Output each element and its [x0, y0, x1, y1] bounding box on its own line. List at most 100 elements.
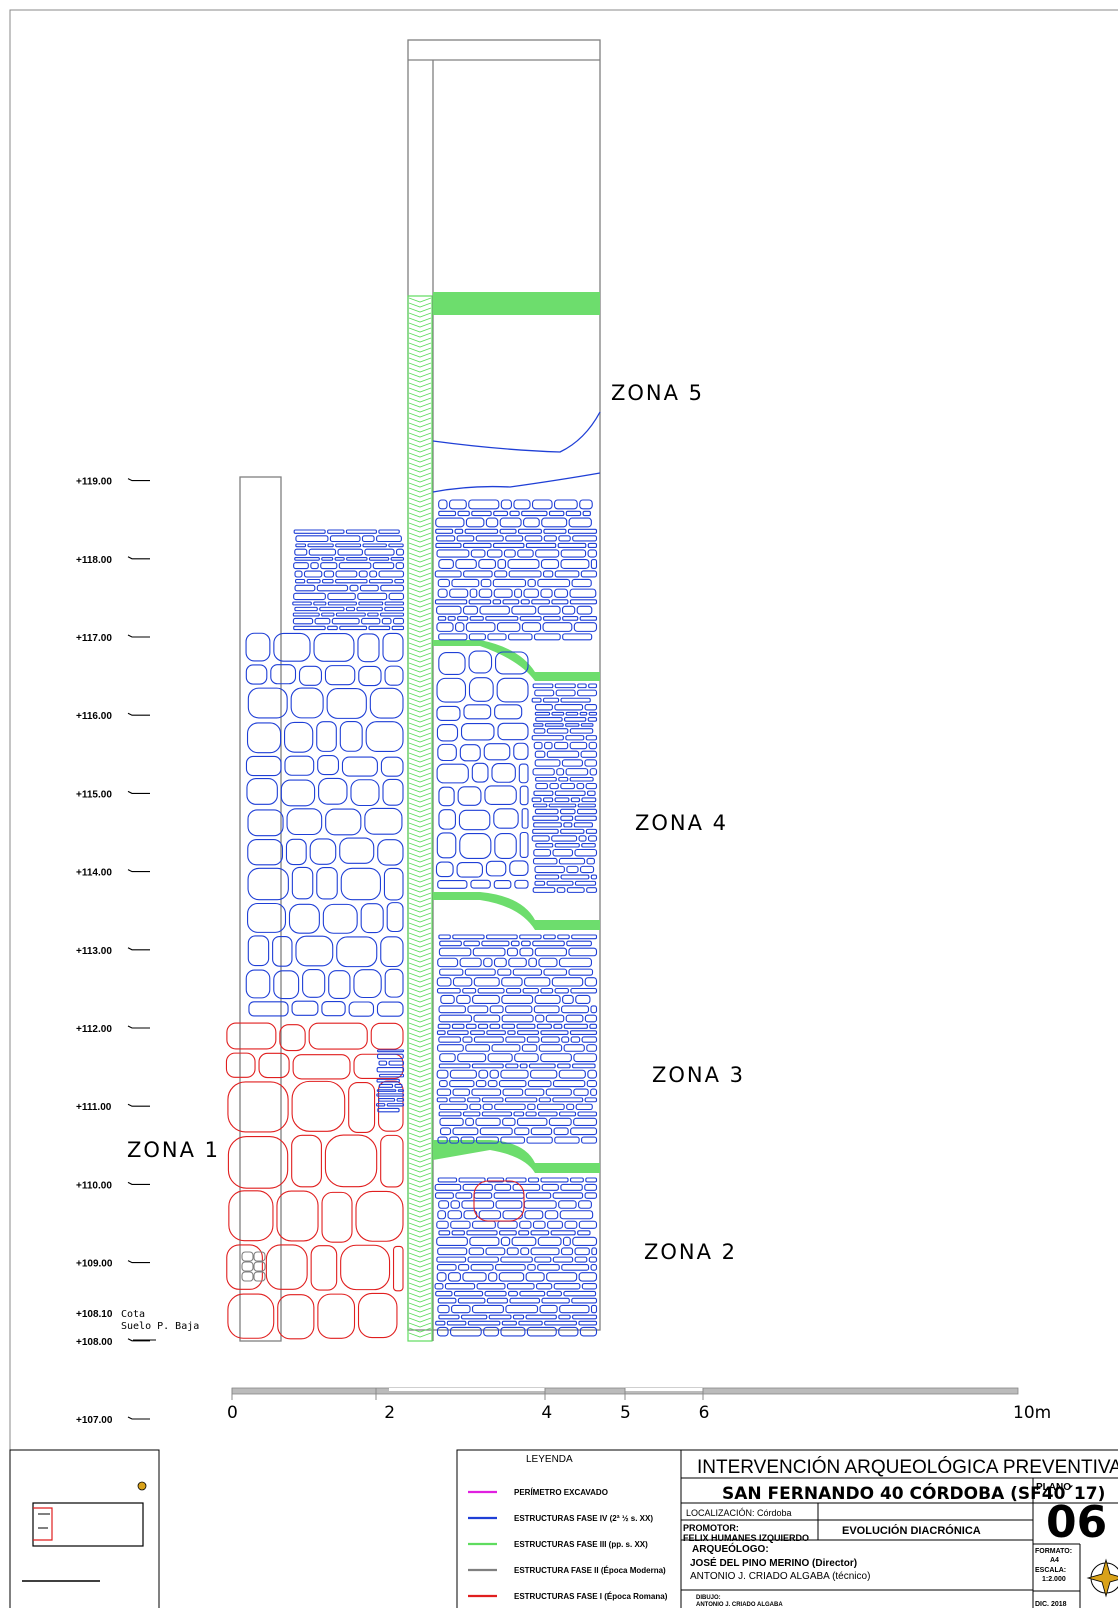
plan-title: EVOLUCIÓN DIACRÓNICA: [842, 1524, 981, 1537]
stone: [447, 616, 456, 621]
stone: [450, 1200, 461, 1209]
stone: [588, 683, 598, 689]
stone: [380, 584, 405, 592]
stone: [562, 994, 574, 1004]
stone: [245, 632, 271, 662]
stone: [277, 1294, 315, 1340]
stone: [452, 1088, 470, 1096]
stone: [517, 528, 542, 534]
stone: [551, 599, 569, 605]
stone: [465, 1023, 477, 1029]
stone: [536, 1283, 553, 1290]
stone: [276, 1190, 319, 1242]
stone: [348, 1081, 376, 1134]
elevation-marker: [127, 869, 150, 873]
stone: [459, 957, 482, 968]
stone: [518, 1230, 530, 1236]
stone: [364, 548, 395, 556]
stone: [291, 1000, 319, 1016]
stone: [534, 704, 553, 711]
stone: [576, 782, 585, 790]
stone: [376, 1093, 405, 1097]
stone: [590, 1088, 598, 1096]
stone: [521, 622, 542, 632]
stone: [543, 535, 557, 542]
stone: [495, 1263, 526, 1271]
phase4-fill-line-1: [432, 411, 601, 453]
stone: [578, 1272, 598, 1282]
stone: [574, 880, 597, 886]
stone: [521, 940, 531, 947]
stone: [510, 940, 520, 947]
stone: [438, 1230, 451, 1236]
stone: [534, 750, 546, 758]
stone: [378, 570, 405, 578]
stone: [483, 957, 493, 968]
stone: [497, 1220, 518, 1229]
archaeologist-1: JOSÉ DEL PINO MERINO (Director): [690, 1556, 857, 1569]
stone: [528, 1063, 556, 1069]
stone: [382, 778, 404, 806]
stone: [562, 633, 593, 641]
stone: [532, 940, 565, 947]
stone: [381, 617, 392, 625]
stone: [394, 578, 405, 584]
stone: [317, 754, 340, 776]
stone: [345, 529, 377, 534]
stone: [513, 1111, 525, 1117]
stone: [392, 1245, 404, 1292]
stone: [454, 528, 464, 534]
stone: [532, 857, 558, 865]
stone: [446, 1320, 467, 1326]
stone: [505, 1036, 526, 1043]
stone: [438, 1200, 450, 1209]
stone: [247, 809, 284, 837]
stone: [462, 1111, 481, 1117]
stone: [560, 1247, 574, 1256]
stone: [331, 617, 360, 625]
stone: [292, 1054, 351, 1080]
stone: [439, 1117, 464, 1126]
stone: [438, 1314, 460, 1320]
stone: [247, 902, 287, 933]
stone: [500, 1136, 526, 1144]
stone: [532, 1220, 546, 1229]
stone: [581, 843, 596, 848]
legend-item-label: ESTRUCTURAS FASE III (pp. s. XX): [514, 1540, 648, 1549]
stone: [589, 768, 598, 776]
stone: [548, 1117, 572, 1126]
stone: [528, 957, 537, 968]
stone: [438, 934, 451, 940]
stone: [558, 857, 586, 865]
stone: [471, 1063, 504, 1069]
stone: [492, 578, 527, 588]
stone: [506, 1283, 535, 1290]
stone: [491, 762, 516, 783]
stone: [355, 1190, 404, 1242]
stone: [437, 1247, 468, 1256]
stone: [384, 601, 405, 606]
stone: [469, 588, 478, 598]
stone: [460, 722, 495, 741]
stone: [527, 1263, 536, 1271]
stone: [516, 1023, 536, 1029]
stone: [247, 687, 288, 719]
stone: [531, 835, 550, 842]
stone: [294, 556, 320, 561]
stone: [520, 1247, 530, 1256]
stone: [531, 797, 542, 803]
stone: [386, 902, 404, 933]
stone: [463, 940, 480, 947]
stone: [469, 1103, 482, 1111]
stone: [489, 1069, 499, 1079]
stone: [452, 1127, 479, 1136]
stone: [500, 1069, 529, 1079]
stone: [486, 1297, 509, 1304]
stone: [505, 1063, 519, 1069]
stone: [535, 1014, 545, 1023]
stone: [519, 831, 529, 858]
stone: [509, 1297, 541, 1304]
stone: [560, 828, 585, 834]
stone: [459, 744, 481, 762]
stone: [534, 947, 568, 957]
